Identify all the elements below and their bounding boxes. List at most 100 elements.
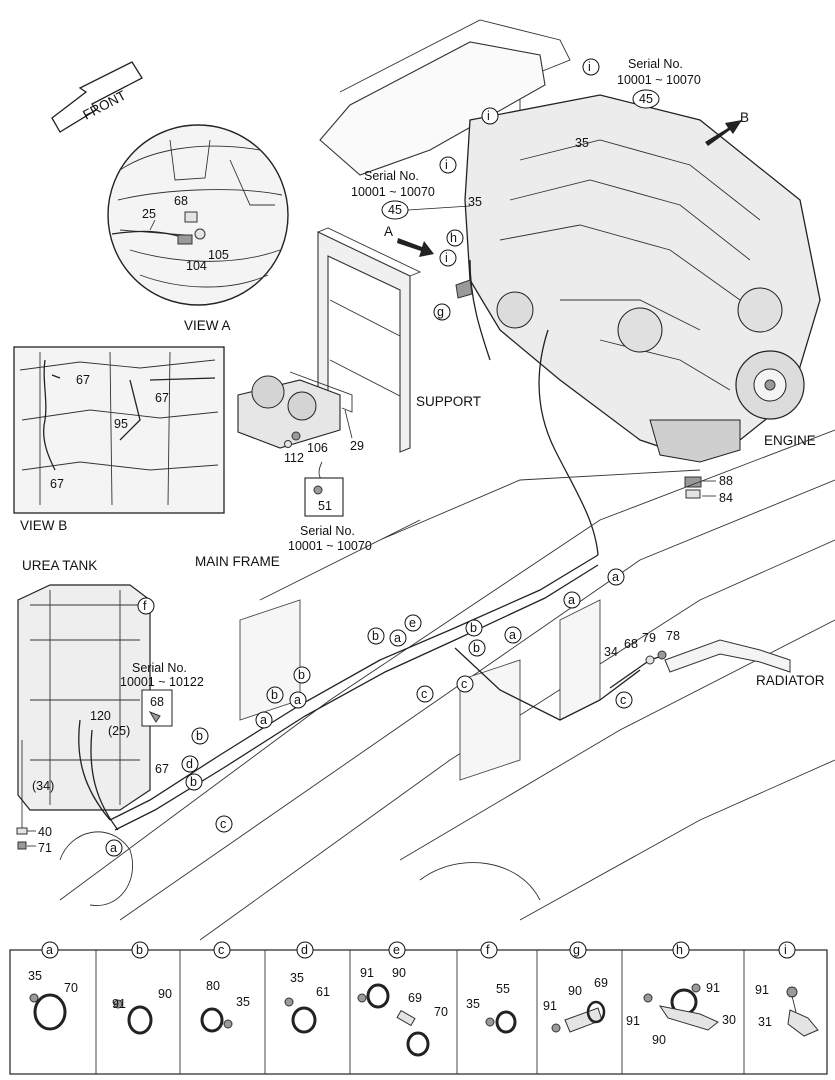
label-68: 68 xyxy=(624,637,638,651)
callout-i-4: i xyxy=(445,251,448,265)
label-67-view-b-2: 67 xyxy=(155,391,169,405)
label-104: 104 xyxy=(186,259,207,273)
callout-c-3: c xyxy=(620,693,626,707)
urea-tank-label: UREA TANK xyxy=(22,558,97,573)
callout-c-4: c xyxy=(220,817,226,831)
detail-panel-f: f 35 55 xyxy=(466,941,517,1034)
support-bracket: SUPPORT xyxy=(317,227,481,453)
engine-label: ENGINE xyxy=(764,433,816,448)
callout-a-7: a xyxy=(110,841,117,855)
callout-a-5: a xyxy=(294,693,301,707)
detail-panel-c: c 80 35 xyxy=(200,941,250,1033)
panel-g-part-2: 90 xyxy=(568,984,582,998)
panel-h-part-2: 91 xyxy=(706,981,720,995)
label-79: 79 xyxy=(642,631,656,645)
view-b-marker: B xyxy=(740,110,749,125)
callout-b-2: b xyxy=(473,641,480,655)
serial-range-filter: 10001 ~ 10070 xyxy=(288,539,372,553)
label-35-top: 35 xyxy=(575,136,589,150)
panel-c-part-1: 80 xyxy=(206,979,220,993)
serial-range-tank: 10001 ~ 10122 xyxy=(120,675,204,689)
panel-h-part-4: 30 xyxy=(722,1013,736,1027)
callout-b-5: b xyxy=(271,688,278,702)
filter-assembly: 29 106 112 51 Serial No. 10001 ~ 10070 xyxy=(237,371,372,553)
panel-e-title: e xyxy=(393,943,400,957)
callout-g: g xyxy=(437,305,444,319)
label-45-mid: 45 xyxy=(388,203,402,217)
label-71: 71 xyxy=(38,841,52,855)
label-25-view-a: 25 xyxy=(142,207,156,221)
panel-i-part-1: 91 xyxy=(755,983,769,997)
label-34: 34 xyxy=(604,645,618,659)
view-b-caption: VIEW B xyxy=(20,518,67,533)
serial-range-mid: 10001 ~ 10070 xyxy=(351,185,435,199)
urea-tank: UREA TANK Serial No. 10001 ~ 10122 68 12… xyxy=(16,558,204,855)
detail-panel-d: d 35 61 xyxy=(284,941,330,1034)
engine-assembly: 88 84 ENGINE B A Serial No. 10001 ~ 1007… xyxy=(319,19,821,556)
panel-e-part-4: 70 xyxy=(434,1005,448,1019)
callout-b-6: b xyxy=(196,729,203,743)
label-40: 40 xyxy=(38,825,52,839)
label-67-view-b-3: 67 xyxy=(50,477,64,491)
view-a-caption: VIEW A xyxy=(184,318,231,333)
callout-b-1: b xyxy=(470,621,477,635)
callout-f: f xyxy=(143,599,147,613)
panel-h-part-1: 91 xyxy=(626,1014,640,1028)
panel-b-part-2: 90 xyxy=(158,987,172,1001)
detail-panel-b: b 91 90 xyxy=(112,941,172,1035)
detail-panel-i: i 91 31 xyxy=(755,941,819,1037)
label-88: 88 xyxy=(719,474,733,488)
panel-e-part-3: 69 xyxy=(408,991,422,1005)
panel-b-part-1: 91 xyxy=(112,997,126,1011)
detail-panel-h: h 91 91 90 30 xyxy=(626,941,736,1047)
view-a-detail: 25 68 104 105 VIEW A xyxy=(107,124,289,333)
callout-a-4: a xyxy=(394,631,401,645)
main-frame: MAIN FRAME xyxy=(59,429,835,941)
callout-i-1: i xyxy=(588,60,591,74)
label-112: 112 xyxy=(284,451,304,465)
panel-h-title: h xyxy=(676,943,683,957)
callout-a-2: a xyxy=(568,593,575,607)
callout-b-3: b xyxy=(372,629,379,643)
label-45-top: 45 xyxy=(639,92,653,106)
panel-b-title: b xyxy=(136,943,143,957)
hose-routing: 34 68 79 78 RADIATOR 67 a a a e b b b a … xyxy=(78,554,825,857)
label-67-view-b-1: 67 xyxy=(76,373,90,387)
panel-f-title: f xyxy=(486,943,490,957)
panel-f-part-2: 55 xyxy=(496,982,510,996)
detail-panel-e: e 91 90 69 70 xyxy=(357,941,448,1057)
callout-i-2: i xyxy=(487,109,490,123)
label-84: 84 xyxy=(719,491,733,505)
panel-i-part-2: 31 xyxy=(758,1015,772,1029)
main-frame-label: MAIN FRAME xyxy=(195,554,280,569)
view-b-detail: 67 67 95 67 VIEW B xyxy=(13,346,225,533)
radiator-label: RADIATOR xyxy=(756,673,825,688)
panel-c-title: c xyxy=(218,943,224,957)
serial-label-tank: Serial No. xyxy=(132,661,187,675)
panel-a-part-1: 35 xyxy=(28,969,42,983)
support-label: SUPPORT xyxy=(416,394,481,409)
callout-b-4: b xyxy=(298,668,305,682)
callout-c-1: c xyxy=(461,677,467,691)
label-68-tank: 68 xyxy=(150,695,164,709)
detail-panel-g: g 91 90 69 xyxy=(543,941,608,1033)
label-95: 95 xyxy=(114,417,128,431)
panel-d-part-1: 35 xyxy=(290,971,304,985)
serial-range-top: 10001 ~ 10070 xyxy=(617,73,701,87)
callout-d: d xyxy=(186,757,193,771)
serial-label-filter: Serial No. xyxy=(300,524,355,538)
panel-g-part-3: 69 xyxy=(594,976,608,990)
detail-panel-a: a 35 70 xyxy=(28,941,78,1031)
panel-a-part-2: 70 xyxy=(64,981,78,995)
serial-label-mid: Serial No. xyxy=(364,169,419,183)
callout-a-1: a xyxy=(612,570,619,584)
callout-c-2: c xyxy=(421,687,427,701)
panel-d-title: d xyxy=(301,943,308,957)
label-106: 106 xyxy=(307,441,328,455)
panel-c-part-2: 35 xyxy=(236,995,250,1009)
label-29: 29 xyxy=(350,439,364,453)
callout-a-3: a xyxy=(509,628,516,642)
label-34-paren: (34) xyxy=(32,779,54,793)
panel-d-part-2: 61 xyxy=(316,985,330,999)
